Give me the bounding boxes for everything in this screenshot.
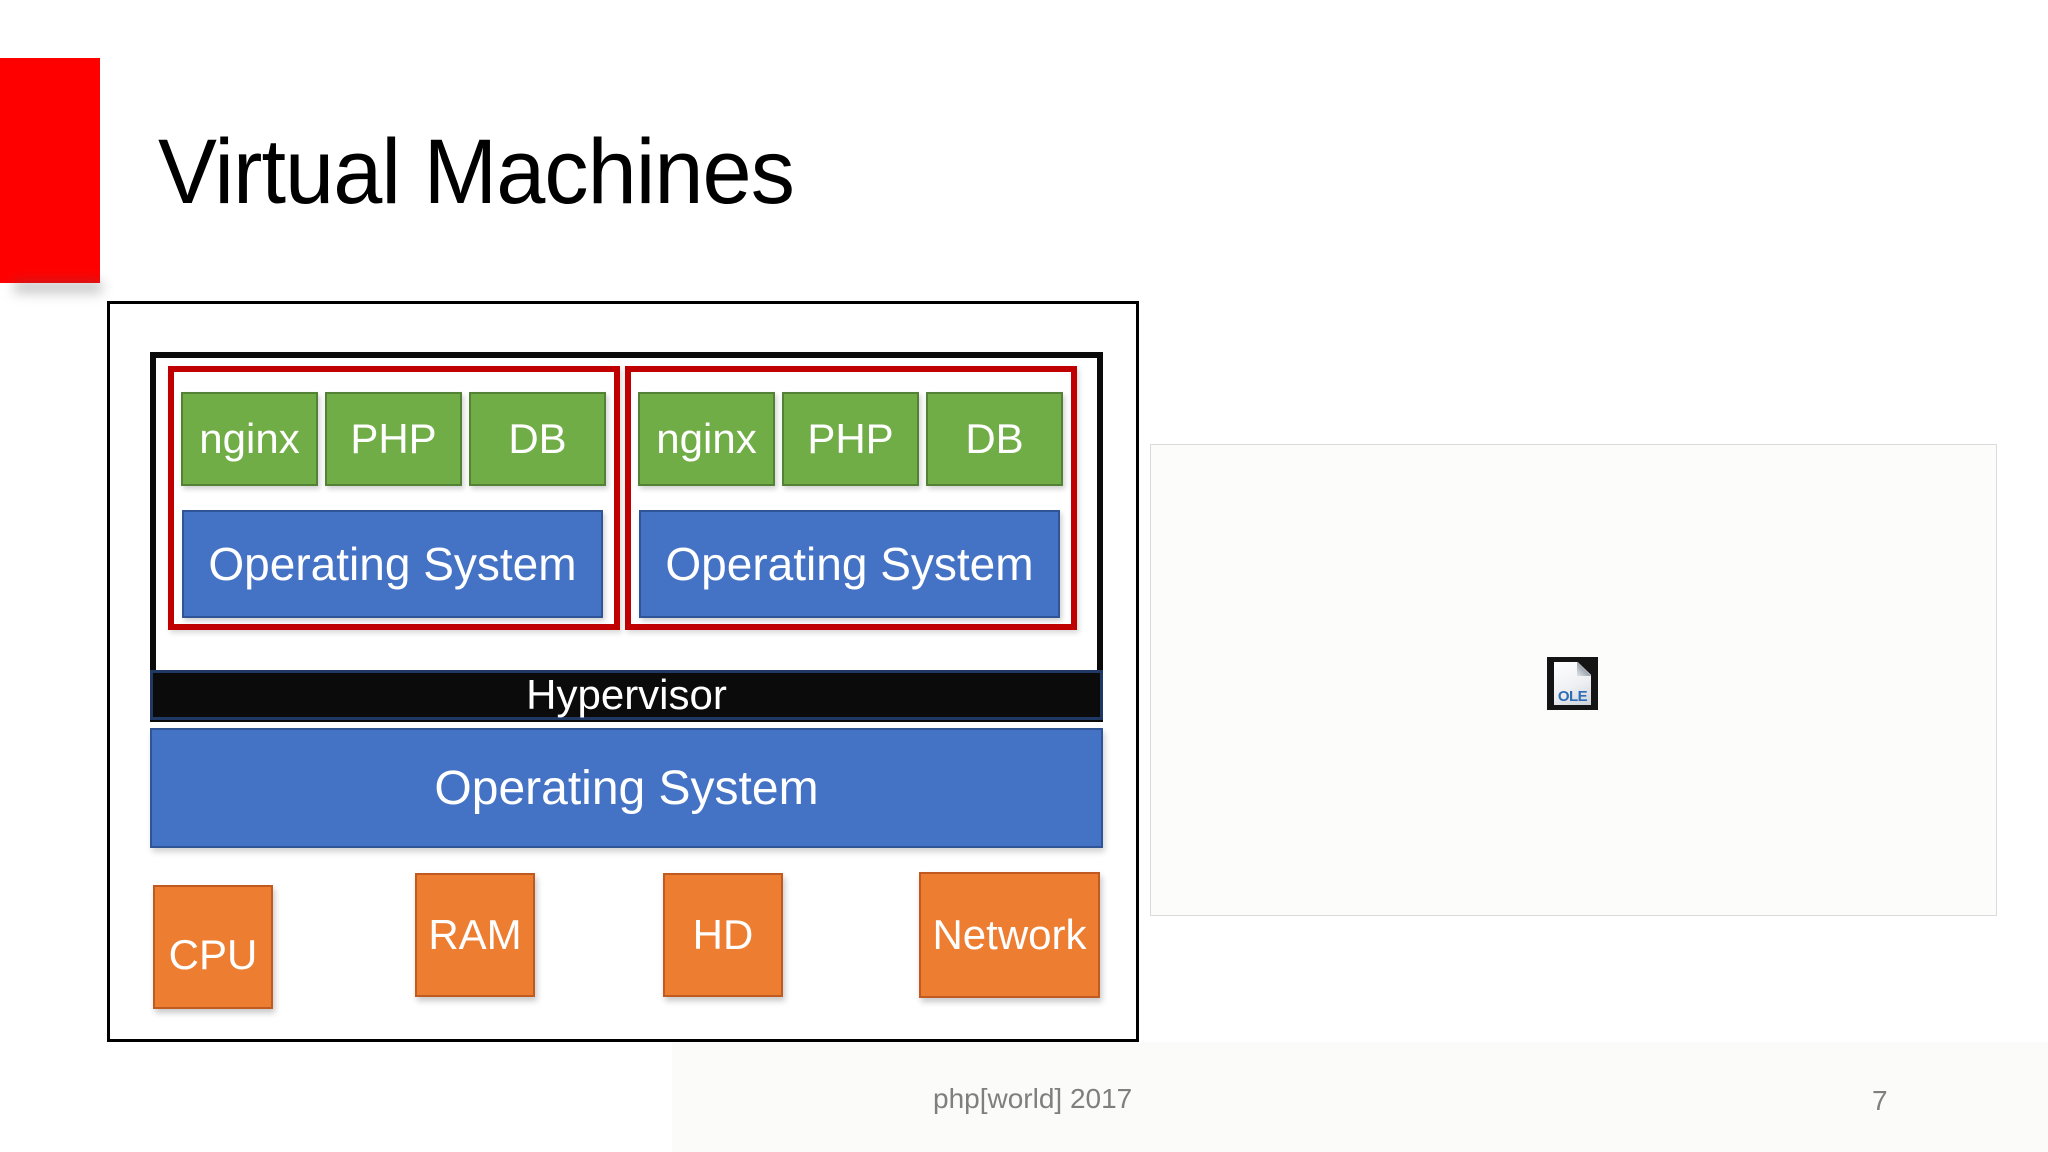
vm-box-2: nginx PHP DB Operating System xyxy=(625,366,1077,630)
red-accent-bar-shadow xyxy=(14,281,102,293)
red-accent-bar xyxy=(0,58,100,283)
hypervisor-bar: Hypervisor xyxy=(150,670,1103,720)
video-letterbox-band xyxy=(672,1042,2048,1152)
vm2-app-db: DB xyxy=(926,392,1063,486)
vm-box-1: nginx PHP DB Operating System xyxy=(168,366,620,630)
vm1-operating-system: Operating System xyxy=(182,510,603,618)
host-operating-system-bar: Operating System xyxy=(150,728,1103,848)
vm1-app-php: PHP xyxy=(325,392,462,486)
ole-label: OLE xyxy=(1557,688,1588,705)
vm2-operating-system: Operating System xyxy=(639,510,1060,618)
vm1-app-db: DB xyxy=(469,392,606,486)
page-title: Virtual Machines xyxy=(158,121,795,223)
ole-object-icon: OLE xyxy=(1547,657,1598,710)
hardware-box-ram: RAM xyxy=(415,873,535,997)
vm2-app-nginx: nginx xyxy=(638,392,775,486)
embedded-object-panel: OLE xyxy=(1150,444,1997,916)
hardware-box-hd: HD xyxy=(663,873,783,997)
vm2-app-php: PHP xyxy=(782,392,919,486)
ole-document-fold xyxy=(1577,662,1591,676)
vm1-app-nginx: nginx xyxy=(181,392,318,486)
footer-page-number: 7 xyxy=(1872,1085,1888,1116)
footer-conference: php[world] 2017 xyxy=(933,1083,1133,1114)
hardware-box-network: Network xyxy=(919,872,1100,998)
hardware-box-cpu: CPU xyxy=(153,885,273,1009)
